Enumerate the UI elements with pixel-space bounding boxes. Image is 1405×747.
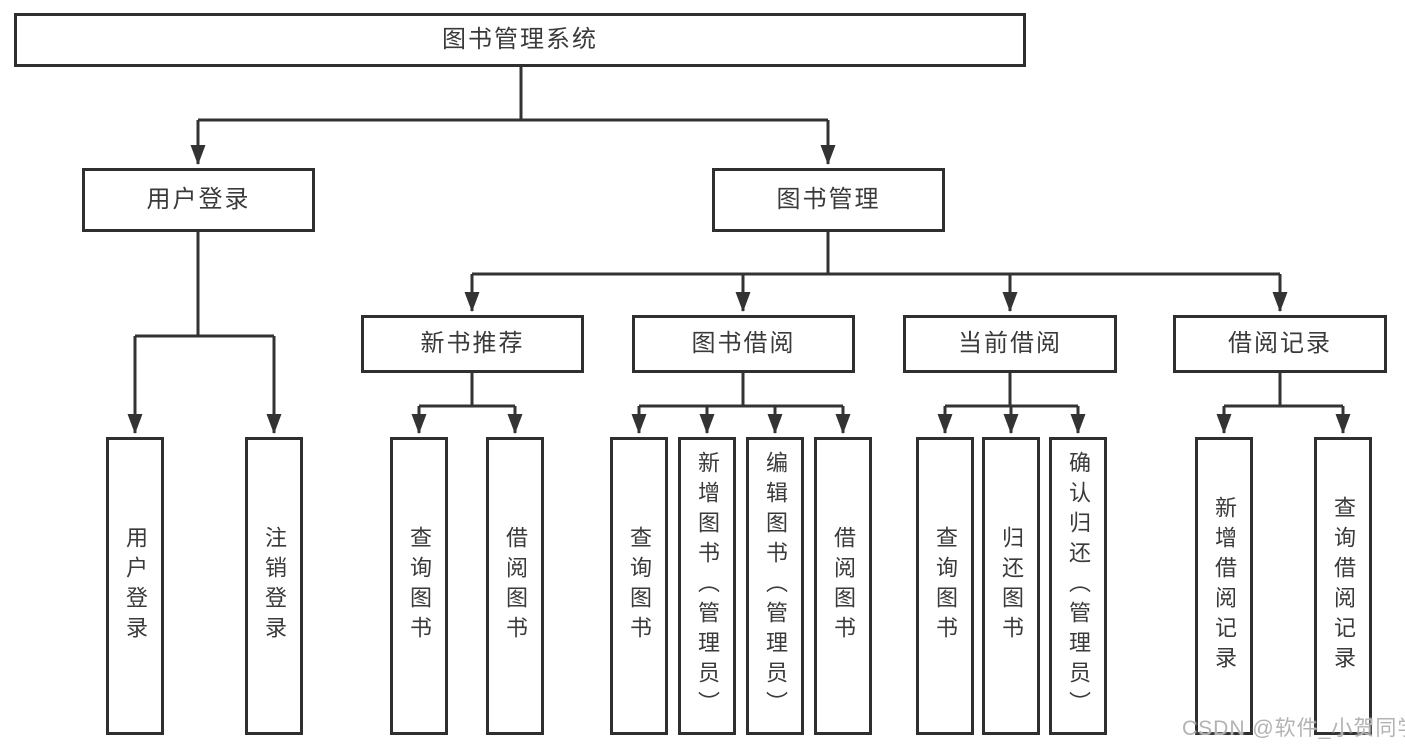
leaf-current-query: 查询图书 (916, 437, 974, 735)
node-current-borrow: 当前借阅 (903, 315, 1117, 373)
leaf-borrow-query-label: 查询图书 (627, 526, 652, 646)
leaf-logout: 注销登录 (245, 437, 303, 735)
node-user-login: 用户登录 (82, 168, 315, 232)
leaf-newbook-borrow-label: 借阅图书 (503, 526, 528, 646)
leaf-current-return: 归还图书 (982, 437, 1040, 735)
leaf-record-add: 新增借阅记录 (1195, 437, 1253, 735)
node-borrow-records: 借阅记录 (1173, 315, 1387, 373)
node-new-book-recommend: 新书推荐 (361, 315, 584, 373)
node-root: 图书管理系统 (14, 13, 1026, 67)
node-borrow-records-label: 借阅记录 (1228, 330, 1332, 357)
node-book-borrow-label: 图书借阅 (691, 330, 796, 357)
node-root-label: 图书管理系统 (442, 26, 598, 53)
leaf-borrow-add-admin-label: 新增图书（管理员） (695, 451, 720, 721)
leaf-logout-label: 注销登录 (262, 526, 287, 646)
leaf-user-login-label: 用户登录 (123, 526, 148, 646)
node-current-borrow-label: 当前借阅 (958, 330, 1062, 357)
node-user-login-label: 用户登录 (146, 186, 251, 213)
leaf-record-query: 查询借阅记录 (1314, 437, 1372, 735)
leaf-current-confirm-admin-label: 确认归还（管理员） (1066, 451, 1091, 721)
leaf-borrow-edit-admin-label: 编辑图书（管理员） (763, 451, 788, 721)
leaf-record-add-label: 新增借阅记录 (1212, 496, 1237, 676)
leaf-newbook-query-label: 查询图书 (407, 526, 432, 646)
leaf-borrow-query: 查询图书 (610, 437, 668, 735)
leaf-record-query-label: 查询借阅记录 (1331, 496, 1356, 676)
leaf-newbook-borrow: 借阅图书 (486, 437, 544, 735)
leaf-newbook-query: 查询图书 (390, 437, 448, 735)
leaf-borrow-add-admin: 新增图书（管理员） (678, 437, 736, 735)
leaf-current-confirm-admin: 确认归还（管理员） (1049, 437, 1107, 735)
node-book-management: 图书管理 (712, 168, 945, 232)
leaf-borrow-borrow-label: 借阅图书 (831, 526, 856, 646)
leaf-current-return-label: 归还图书 (999, 526, 1024, 646)
leaf-borrow-borrow: 借阅图书 (814, 437, 872, 735)
csdn-watermark: CSDN @软件_小贺同学 (1182, 717, 1405, 740)
leaf-current-query-label: 查询图书 (933, 526, 958, 646)
node-new-book-recommend-label: 新书推荐 (420, 330, 525, 357)
node-book-management-label: 图书管理 (776, 186, 881, 213)
leaf-user-login: 用户登录 (106, 437, 164, 735)
node-book-borrow: 图书借阅 (632, 315, 855, 373)
leaf-borrow-edit-admin: 编辑图书（管理员） (746, 437, 804, 735)
